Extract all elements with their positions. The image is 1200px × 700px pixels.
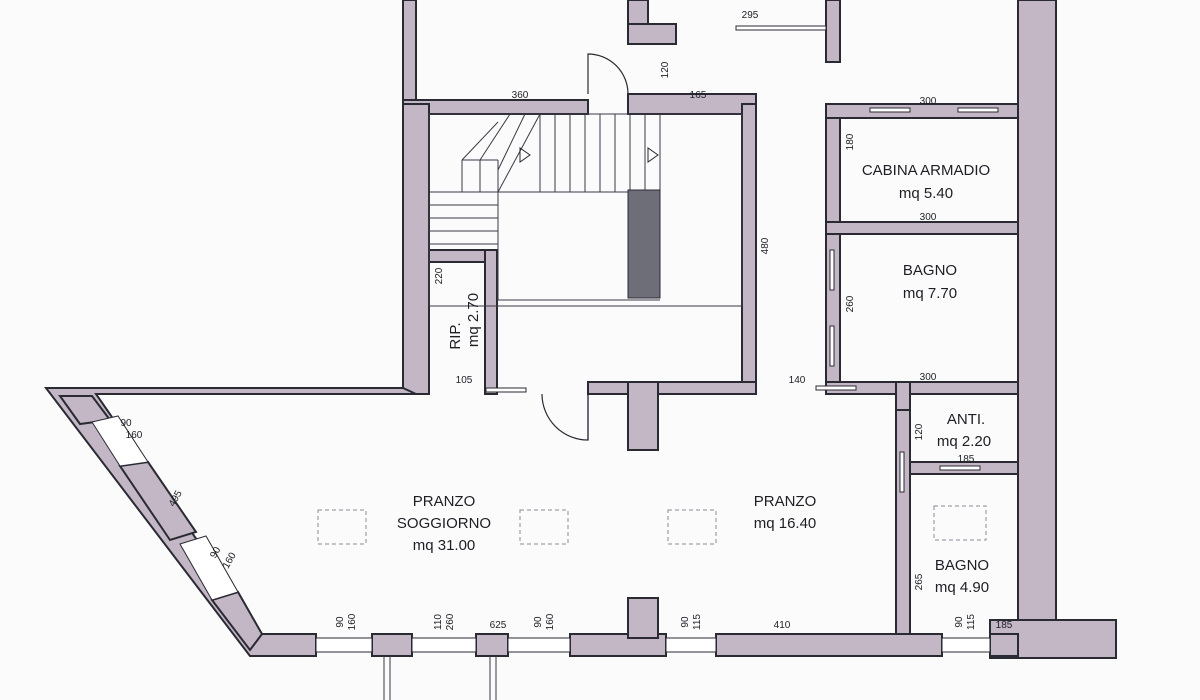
dim-label: 140 (789, 375, 806, 386)
pranzo-name: PRANZO (754, 493, 817, 510)
window-diag-1 (91, 415, 149, 467)
door-top-corridor (587, 53, 629, 95)
dim-label: 625 (490, 620, 507, 631)
anti-area: mq 2.20 (937, 433, 991, 450)
bottom-wall-pillar (627, 597, 659, 639)
dim-label: 495 (167, 488, 185, 508)
stair-pillar (627, 381, 659, 451)
dim-label: 160 (126, 430, 143, 441)
rip-name: RIP. (447, 322, 464, 349)
dim-label: 300 (920, 96, 937, 107)
bagno-lower-area: mq 4.90 (935, 579, 989, 596)
window-bottom-4 (665, 637, 717, 653)
dim-label: 410 (774, 620, 791, 631)
cabina-wall-bottom (825, 221, 1019, 235)
top-wall-left (402, 99, 589, 115)
top-stub-left-arm (627, 23, 677, 45)
bagno-upper-area: mq 7.70 (903, 285, 957, 302)
dim-label: 165 (690, 90, 707, 101)
window-bottom-3 (507, 637, 571, 653)
pranzo-soggiorno-area: mq 31.00 (413, 537, 476, 554)
stair-core-wall-right (741, 103, 757, 395)
stair-core-wall-left (402, 103, 430, 395)
anti-wall-left (895, 393, 911, 635)
dim-label: 300 (920, 212, 937, 223)
pranzo-soggiorno-line1: PRANZO (413, 493, 476, 510)
dim-label: 265 (914, 573, 925, 590)
bagno-lower-name: BAGNO (935, 557, 989, 574)
bottom-wall-seg2 (475, 633, 509, 657)
anti-name: ANTI. (947, 411, 985, 428)
dim-label: 120 (660, 61, 671, 78)
dim-label: 160 (545, 613, 556, 630)
top-stub-right (825, 0, 841, 63)
dim-label: 180 (845, 133, 856, 150)
bottom-wall-seg5 (989, 633, 1019, 657)
anti-top-stub (895, 381, 911, 411)
dim-label: 105 (456, 375, 473, 386)
sliding-doors (485, 25, 999, 493)
bottom-wall-seg1 (371, 633, 413, 657)
windows (91, 415, 991, 700)
staircase (428, 113, 743, 307)
bagno-upper-name: BAGNO (903, 262, 957, 279)
dim-label: 90 (954, 616, 965, 628)
window-bottom-1 (315, 637, 373, 653)
upper-left-wall (402, 0, 417, 105)
dim-label: 360 (512, 90, 529, 101)
cabina-area: mq 5.40 (899, 185, 953, 202)
rip-wall-right (484, 249, 498, 395)
doors (541, 53, 629, 441)
stair-arrow-2 (647, 147, 659, 163)
stair-arrow-1 (519, 147, 531, 163)
room-labels: CABINA ARMADIO mq 5.40 BAGNO mq 7.70 RIP… (397, 162, 991, 596)
stair-core-wall-bottom-right (587, 381, 757, 395)
dim-label: 90 (335, 616, 346, 628)
dim-label: 160 (347, 613, 358, 630)
pranzo-soggiorno-line2: SOGGIORNO (397, 515, 491, 532)
dim-label: 295 (742, 10, 759, 21)
dim-label: 90 (208, 545, 223, 561)
door-stair-entry (541, 393, 589, 441)
dim-label: 120 (914, 423, 925, 440)
cabina-name: CABINA ARMADIO (862, 162, 990, 179)
pranzo-area: mq 16.40 (754, 515, 817, 532)
walls (43, 0, 1117, 659)
outer-wall-right (1017, 0, 1057, 623)
window-bottom-2 (411, 637, 477, 653)
window-bottom-5 (941, 637, 991, 653)
dim-label: 115 (966, 614, 977, 630)
dim-label: 90 (120, 418, 132, 429)
dim-label: 480 (760, 237, 771, 254)
dim-label: 260 (845, 295, 856, 312)
dim-label: 90 (533, 616, 544, 628)
bottom-wall-seg4 (715, 633, 943, 657)
dim-label: 220 (434, 267, 445, 284)
dim-label: 90 (680, 616, 691, 628)
dim-label: 110 (433, 614, 444, 630)
rip-area: mq 2.70 (465, 293, 482, 347)
dim-label: 185 (958, 454, 975, 465)
dim-label: 115 (692, 614, 703, 630)
window-diag-2 (179, 535, 239, 601)
dim-label: 260 (445, 613, 456, 630)
dashed-fixtures (317, 505, 987, 545)
diag-wall-block-3 (210, 590, 264, 652)
dimension-labels: 295 120 360 165 300 180 300 480 260 300 … (120, 10, 1012, 631)
dim-label: 300 (920, 372, 937, 383)
dim-label: 160 (221, 550, 239, 570)
dim-label: 185 (996, 620, 1013, 631)
